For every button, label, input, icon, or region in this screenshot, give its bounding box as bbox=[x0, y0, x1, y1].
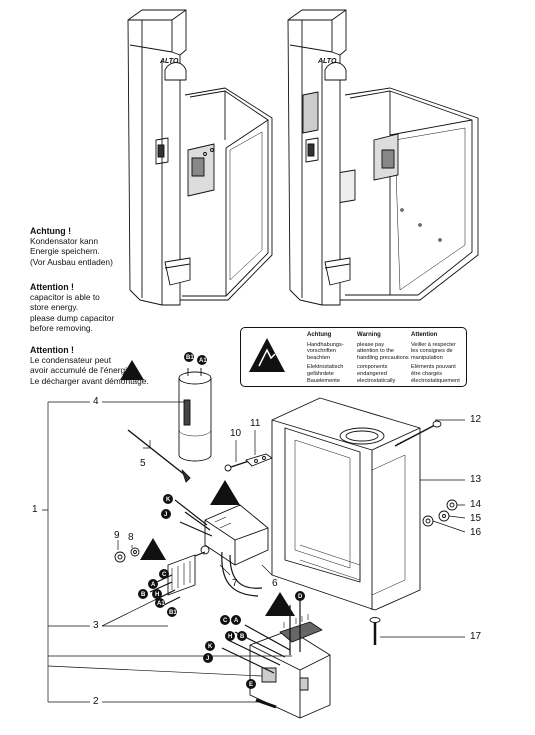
svg-text:B: B bbox=[141, 592, 146, 598]
warning-note-fr: Attention ! Le condensateur peut avoir a… bbox=[30, 345, 149, 386]
callout-13: 13 bbox=[470, 474, 482, 485]
connector-markers: B1 A1 K J C A B H A1 B1 C A D H B K J E bbox=[138, 352, 305, 689]
svg-text:B1: B1 bbox=[169, 610, 177, 616]
circuit-board bbox=[221, 600, 331, 719]
svg-text:B: B bbox=[240, 634, 245, 640]
svg-text:D: D bbox=[298, 594, 303, 600]
warning-note-en: Attention ! capacitor is able to store e… bbox=[30, 282, 115, 333]
callout-1: 1 bbox=[32, 504, 38, 515]
svg-text:K: K bbox=[208, 644, 213, 650]
svg-text:K: K bbox=[166, 497, 171, 503]
esd-label: Achtung Handhabungs- vorschriften beacht… bbox=[240, 327, 467, 387]
svg-text:E: E bbox=[249, 682, 253, 688]
unit-right bbox=[287, 9, 479, 306]
callout-8: 8 bbox=[128, 532, 134, 543]
svg-text:H: H bbox=[228, 634, 232, 640]
callout-5: 5 bbox=[140, 458, 146, 469]
svg-text:A1: A1 bbox=[199, 358, 207, 364]
callout-2: 2 bbox=[93, 696, 99, 707]
brand-logo-right: ALTO bbox=[318, 58, 337, 65]
esd-column-en: Warning please pay attention to the hand… bbox=[357, 332, 409, 384]
warning-note-de: Achtung ! Kondensator kann Energie speic… bbox=[30, 226, 113, 267]
brand-logo-left: ALTO bbox=[160, 58, 179, 65]
svg-text:A1: A1 bbox=[157, 601, 165, 607]
terminal-strip bbox=[149, 554, 196, 608]
callout-16: 16 bbox=[470, 527, 482, 538]
rectifier-module bbox=[174, 499, 269, 597]
callout-3: 3 bbox=[93, 620, 99, 631]
unit-left bbox=[127, 9, 273, 306]
callout-9: 9 bbox=[114, 530, 120, 541]
electronics-housing bbox=[271, 397, 421, 611]
callout-10: 10 bbox=[230, 428, 242, 439]
callout-6: 6 bbox=[272, 578, 278, 589]
svg-text:A: A bbox=[151, 582, 156, 588]
svg-text:H: H bbox=[155, 592, 159, 598]
cable-tie bbox=[127, 429, 186, 476]
callout-17: 17 bbox=[470, 631, 482, 642]
callout-15: 15 bbox=[470, 513, 482, 524]
callout-14: 14 bbox=[470, 499, 482, 510]
svg-text:B1: B1 bbox=[186, 355, 194, 361]
esd-warning-icon bbox=[249, 338, 285, 372]
svg-text:J: J bbox=[164, 512, 167, 518]
svg-text:C: C bbox=[223, 618, 228, 624]
svg-text:J: J bbox=[206, 656, 209, 662]
esd-column-fr: Attention Veiller à respecter les consig… bbox=[411, 332, 460, 384]
leader-lines bbox=[42, 401, 466, 703]
svg-text:C: C bbox=[162, 572, 167, 578]
svg-text:A: A bbox=[234, 618, 239, 624]
callout-7: 7 bbox=[232, 578, 238, 589]
callout-11: 11 bbox=[250, 418, 261, 429]
callout-12: 12 bbox=[470, 414, 482, 425]
esd-column-de: Achtung Handhabungs- vorschriften beacht… bbox=[307, 332, 344, 384]
capacitor bbox=[178, 368, 212, 462]
callout-4: 4 bbox=[93, 396, 99, 407]
